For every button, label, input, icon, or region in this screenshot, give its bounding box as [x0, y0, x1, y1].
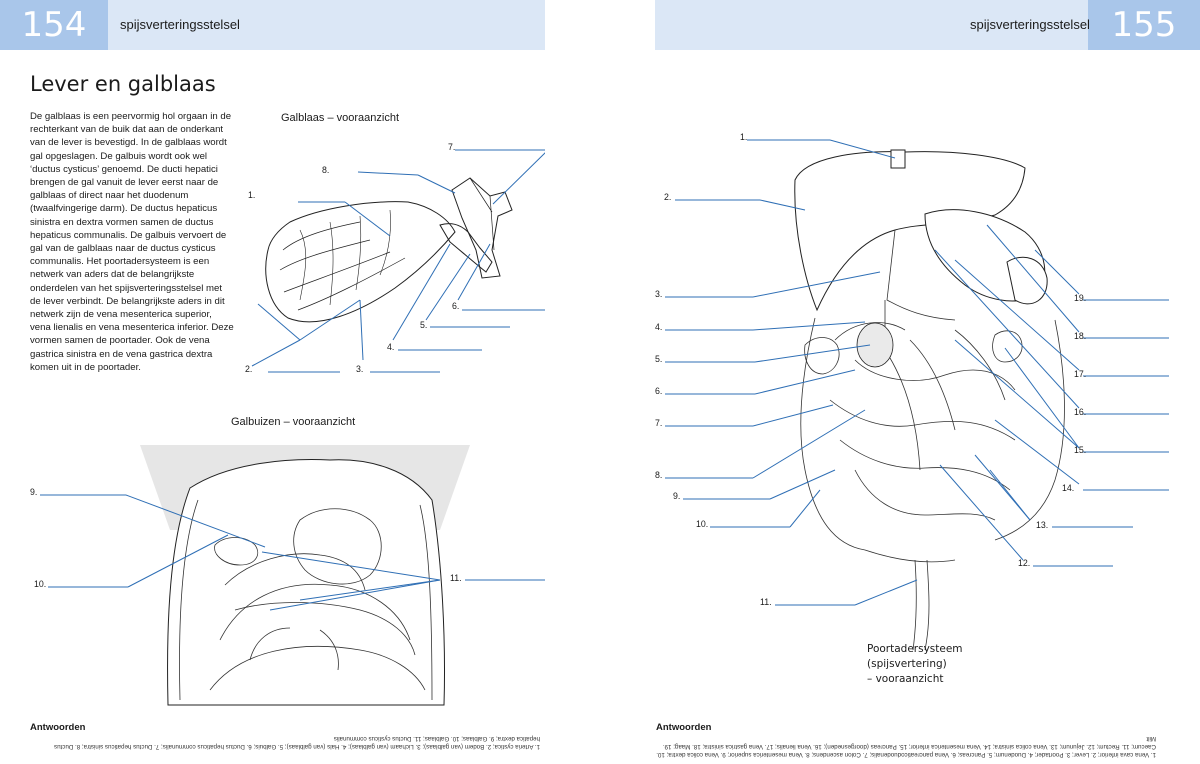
answers-heading-right: Antwoorden — [656, 722, 712, 733]
label-r18: 18. — [1074, 331, 1087, 341]
label-r12: 12. — [1018, 558, 1031, 568]
bile-ducts-illustration — [40, 445, 545, 706]
portal-system-illustration — [665, 139, 1169, 651]
label-r13: 13. — [1036, 520, 1049, 530]
answers-text-left: 1. Arteria cystica; 2. Bodem (van galbla… — [54, 735, 540, 750]
label-r2: 2. — [664, 192, 672, 202]
caption-line-2: (spijsvertering) — [867, 658, 947, 670]
page-title: Lever en galblaas — [30, 72, 216, 96]
label-5: 5. — [420, 320, 428, 330]
label-r9: 9. — [673, 491, 681, 501]
answers-text-right: 1. Vena cava inferior; 2. Lever; 3. Poor… — [656, 735, 1156, 758]
label-r7: 7. — [655, 418, 663, 428]
label-r16: 16. — [1074, 407, 1087, 417]
label-7: 7. — [448, 142, 456, 152]
label-r8: 8. — [655, 470, 663, 480]
caption-line-1: Poortadersysteem — [867, 643, 963, 655]
left-page-number: 154 — [0, 0, 108, 50]
left-header-title: spijsverteringsstelsel — [120, 17, 240, 32]
label-10: 10. — [34, 579, 47, 589]
label-r15: 15. — [1074, 445, 1087, 455]
label-r14: 14. — [1062, 483, 1075, 493]
page-gutter — [545, 0, 655, 764]
label-r1: 1. — [740, 132, 748, 142]
label-11: 11. — [450, 573, 462, 583]
label-r19: 19. — [1074, 293, 1087, 303]
body-text: De galblaas is een peervormig hol orgaan… — [30, 111, 234, 373]
label-9: 9. — [30, 487, 38, 497]
label-1: 1. — [248, 190, 256, 200]
right-header-title: spijsverteringsstelsel — [970, 17, 1090, 32]
right-page-number: 155 — [1088, 0, 1200, 50]
label-3: 3. — [356, 364, 364, 374]
label-r6: 6. — [655, 386, 663, 396]
answers-heading-left: Antwoorden — [30, 722, 86, 733]
label-r17: 17. — [1074, 369, 1087, 379]
label-6: 6. — [452, 301, 460, 311]
figure-caption-portal: Poortadersysteem (spijsvertering) – voor… — [867, 642, 963, 687]
caption-line-3: – vooraanzicht — [867, 673, 944, 685]
label-r10: 10. — [696, 519, 709, 529]
figure-title-bile-ducts: Galbuizen – vooraanzicht — [231, 416, 356, 428]
label-r3: 3. — [655, 289, 663, 299]
figure-title-gallbladder: Galblaas – vooraanzicht — [281, 112, 400, 124]
gallbladder-illustration — [251, 149, 549, 373]
label-2: 2. — [245, 364, 253, 374]
label-r5: 5. — [655, 354, 663, 364]
label-r4: 4. — [655, 322, 663, 332]
label-8: 8. — [322, 165, 330, 175]
label-r11: 11. — [760, 597, 772, 607]
label-4: 4. — [387, 342, 395, 352]
